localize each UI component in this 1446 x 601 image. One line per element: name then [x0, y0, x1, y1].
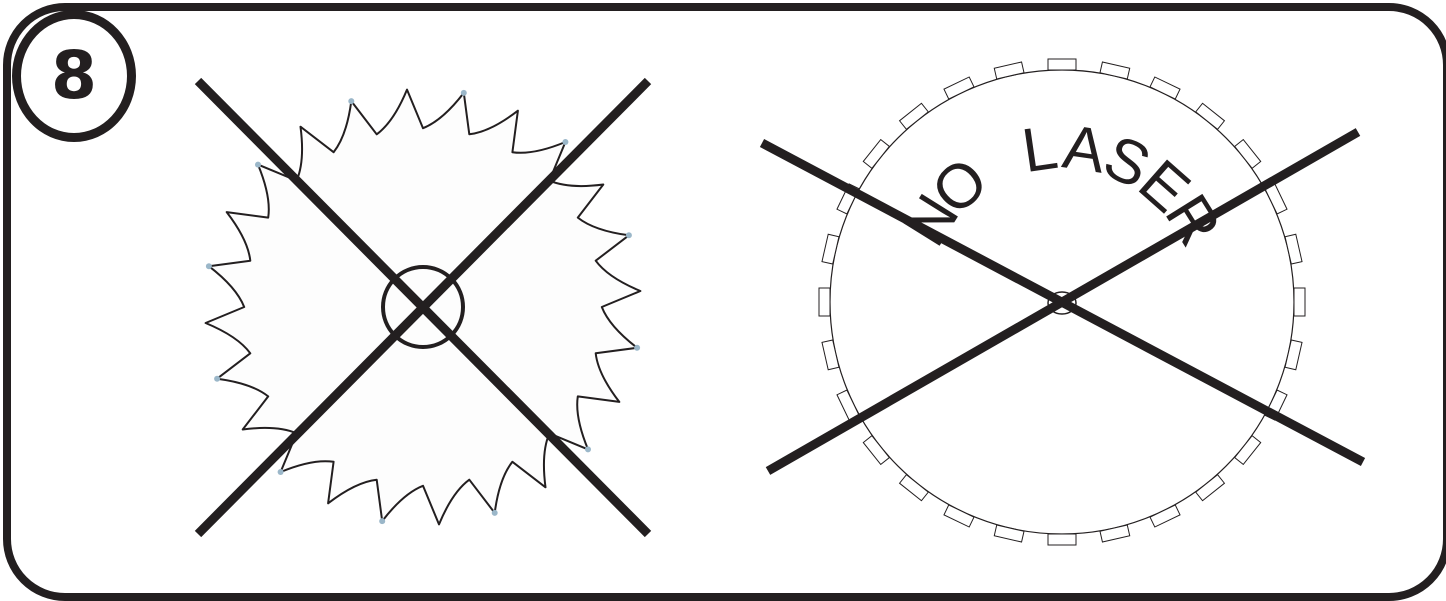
laser-blade-segment	[819, 288, 830, 316]
laser-blade-segment	[1196, 103, 1225, 129]
saw-tooth-tip	[214, 376, 220, 382]
saw-tooth-tip	[634, 345, 640, 351]
laser-blade-segment	[944, 77, 974, 99]
laser-blade-segment	[822, 340, 839, 370]
laser-blade-segment	[863, 436, 889, 465]
laser-blade-segment	[1235, 140, 1261, 169]
saw-tooth-tip	[562, 139, 568, 145]
laser-blade-segment	[822, 234, 839, 264]
laser-blade-segment	[900, 103, 929, 129]
saw-tooth-tip	[348, 98, 354, 104]
saw-tooth-tip	[206, 263, 212, 269]
laser-blade-segment	[1235, 436, 1261, 465]
laser-blade-segment	[1150, 505, 1180, 527]
saw-tooth-tip	[379, 518, 385, 524]
saw-tooth-tip	[585, 446, 591, 452]
laser-blade-segment	[1100, 525, 1130, 542]
saw-tooth-tip	[626, 232, 632, 238]
laser-blade-segment	[994, 62, 1024, 79]
laser-blade-segment	[1048, 59, 1076, 70]
laser-blade-segment	[1285, 340, 1302, 370]
saw-tooth-tip	[461, 90, 467, 96]
laser-blade-segment	[1294, 288, 1305, 316]
laser-blade-segment	[900, 475, 929, 501]
laser-blade-segment	[1285, 234, 1302, 264]
laser-cross-line-2	[768, 132, 1358, 471]
no-laser-letter: L	[1018, 113, 1062, 186]
saw-tooth-tip	[492, 510, 498, 516]
laser-blade-segment	[1100, 62, 1130, 79]
saw-tooth-tip	[278, 469, 284, 475]
laser-blade-segment	[1048, 534, 1076, 545]
laser-blade-segment	[1196, 475, 1225, 501]
saw-tooth-tip	[255, 162, 261, 168]
laser-prohibition-cross	[762, 132, 1363, 471]
laser-blade-segment	[863, 140, 889, 169]
laser-blade-segment	[994, 525, 1024, 542]
laser-blade-segment	[944, 505, 974, 527]
laser-blade-segment	[1150, 77, 1180, 99]
